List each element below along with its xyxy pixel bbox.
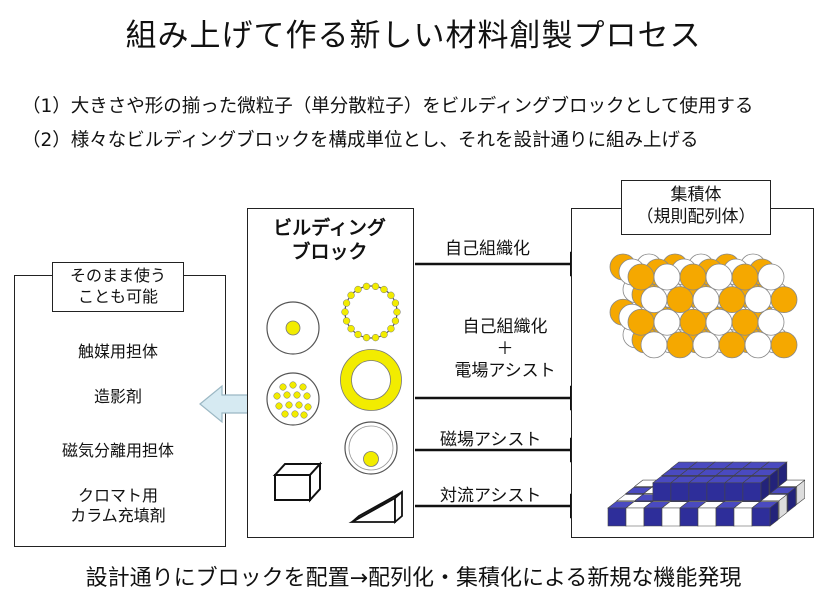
cube-assembly-illustration <box>607 461 805 527</box>
hollow-shell-particle-icon <box>340 349 402 411</box>
label-self-assembly: 自己組織化 <box>445 239 530 259</box>
label-self-assembly-electric: 自己組織化 ＋ 電場アシスト <box>430 316 580 382</box>
label-a2-line-2: ＋ <box>496 339 514 359</box>
page-title: 組み上げて作る新しい材料創製プロセス <box>125 18 702 54</box>
right-header-line-1: 集積体 <box>670 185 722 205</box>
left-header-line-2: ことも可能 <box>77 287 158 306</box>
use-chromatography: クロマト用 カラム充填剤 <box>18 486 218 526</box>
footer-summary: 設計通りにブロックを配置→配列化・集積化による新規な機能発現 <box>85 566 742 591</box>
left-panel-header: そのまま使う ことも可能 <box>52 262 184 312</box>
point-1: （1）大きさや形の揃った微粒子（単分散粒子）をビルディングブロックとして使用する <box>22 96 754 117</box>
left-panel <box>14 275 226 547</box>
label-a2-line-1: 自己組織化 <box>462 317 548 337</box>
building-blocks-illustration <box>266 282 403 524</box>
core-particle-icon <box>266 301 320 355</box>
label-convection-assist: 対流アシスト <box>440 486 542 506</box>
sphere-assembly-illustration <box>609 253 798 359</box>
use-contrast-agent: 造影剤 <box>93 387 142 406</box>
use-magnetic-separation: 磁気分離用担体 <box>61 441 174 460</box>
center-panel-header: ビルディング ブロック <box>247 216 412 264</box>
use-catalyst-support: 触媒用担体 <box>77 342 158 361</box>
right-header-line-2: （規則配列体） <box>636 207 756 227</box>
use-chromatography-line-2: カラム充填剤 <box>70 506 166 525</box>
center-header-line-2: ブロック <box>291 241 368 263</box>
use-chromatography-line-1: クロマト用 <box>77 486 158 505</box>
right-panel-header: 集積体 （規則配列体） <box>621 180 771 235</box>
point-2: （2）様々なビルディングブロックを構成単位とし、それを設計通りに組み上げる <box>22 130 699 151</box>
multi-core-particle-icon <box>266 372 320 426</box>
label-magnetic-assist: 磁場アシスト <box>440 430 542 450</box>
process-arrows <box>415 251 595 519</box>
rattle-particle-icon <box>344 421 398 475</box>
label-a2-line-3: 電場アシスト <box>454 361 556 381</box>
center-header-line-1: ビルディング <box>273 217 386 239</box>
triangular-prism-particle-icon <box>348 490 403 524</box>
left-header-line-1: そのまま使う <box>69 266 166 285</box>
dot-coated-particle-icon <box>341 282 401 342</box>
cube-particle-icon <box>272 461 323 503</box>
